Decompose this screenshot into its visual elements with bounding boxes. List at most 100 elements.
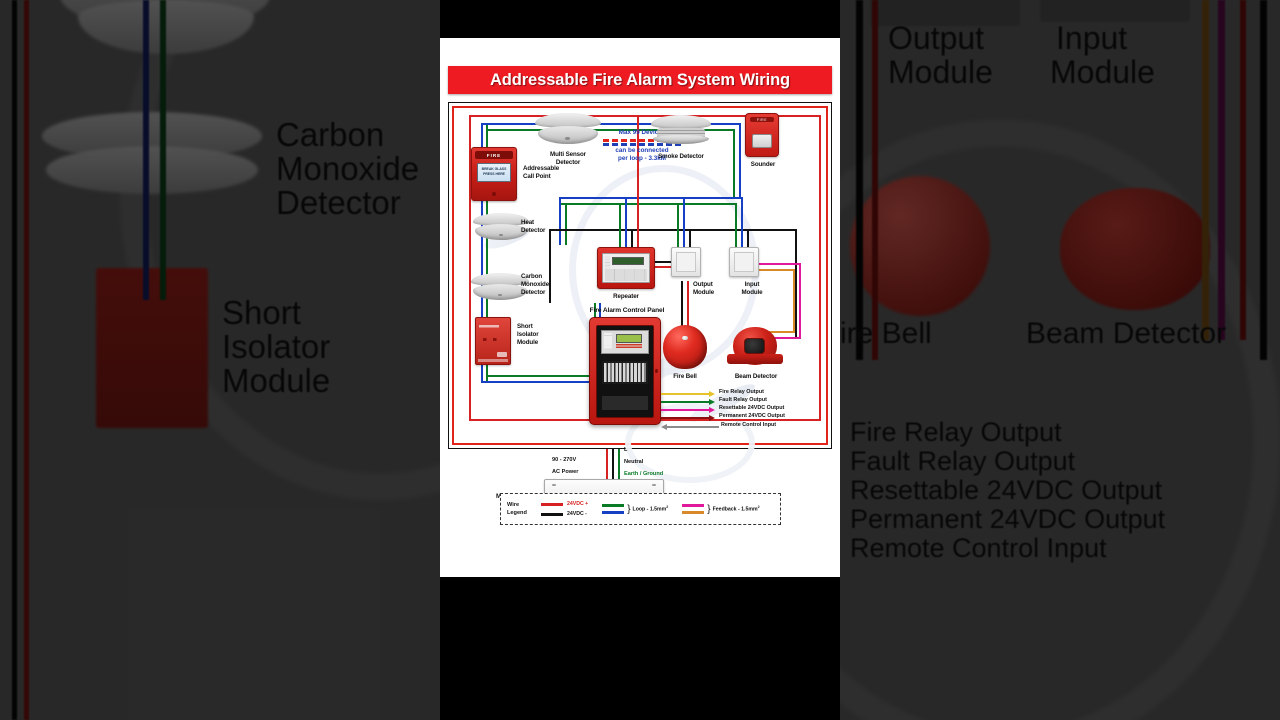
heat-detector-label-2: Detector <box>521 227 546 234</box>
output-row-remote-input <box>661 423 719 430</box>
facp-keypad <box>615 343 642 349</box>
watermark-swoosh-5 <box>625 403 755 483</box>
ac-power-label-2: AC Power <box>552 469 579 475</box>
legend-feedback-swatches <box>682 504 705 514</box>
detector-top <box>535 113 601 128</box>
input-module <box>729 247 759 277</box>
wire-fb-magenta-h <box>757 263 801 265</box>
output-arrow-resettable <box>709 406 715 413</box>
wire-loop-green-down <box>565 203 567 245</box>
wire-power-red-left <box>469 115 471 421</box>
wire-bell-red <box>687 281 689 355</box>
neutral-label: Neutral <box>624 459 644 465</box>
wire-neutral <box>612 449 614 471</box>
call-point-glass: BREAK GLASS PRESS HERE <box>477 162 511 183</box>
output-label-permanent: Permanent 24VDC Output <box>719 413 785 419</box>
isolator-label-1: Short <box>517 323 533 330</box>
isolator-brand <box>497 352 508 357</box>
repeater-display <box>611 256 645 266</box>
multi-sensor-detector-label-2: Detector <box>555 159 581 166</box>
live-label: L <box>624 447 628 453</box>
heat-detector-label-1: Heat <box>521 219 535 226</box>
output-label-remote-input: Remote Control Input <box>721 422 777 428</box>
beam-detector-lens <box>744 338 765 354</box>
isolator-leds <box>483 338 503 342</box>
max-devices-dash-red <box>603 138 681 142</box>
wire-power-red-top <box>469 115 821 117</box>
sounder-top-band: FIRE <box>749 117 775 123</box>
bg-shade-left <box>0 0 440 720</box>
wire-loop-blue-mid <box>559 197 741 199</box>
diagram-card: Addressable Fire Alarm System Wiring <box>440 38 840 577</box>
heat-detector-top <box>473 213 529 227</box>
facp-indicator-lamps <box>604 333 612 349</box>
sounder-body <box>751 134 773 149</box>
legend-label-feedback: Feedback - 1.5mm2 <box>713 505 760 513</box>
wire-rep-blue <box>625 197 627 249</box>
wire-power-red-right <box>819 115 821 421</box>
repeater-face <box>602 252 650 284</box>
co-detector-label-2: Monoxide <box>521 281 550 288</box>
legend-swatch-24vdc-plus <box>541 502 563 506</box>
output-module-face <box>676 252 696 272</box>
beam-detector-label: Beam Detector <box>734 373 778 380</box>
wire-bell-black <box>681 281 683 355</box>
wire-legend: Wire Legend 24VDC + 24VDC - } <box>500 493 781 525</box>
page-title: Addressable Fire Alarm System Wiring <box>448 66 832 94</box>
beam-detector <box>726 327 784 365</box>
call-point-label-2: Call Point <box>523 173 551 180</box>
max-devices-line-1: Max 99 Devices <box>618 129 666 136</box>
legend-label-feedback-text: Feedback - 1.5mm <box>712 506 758 513</box>
output-arrow-remote-input <box>661 423 667 430</box>
background-left: Carbon Monoxide Detector Short Isolator … <box>0 0 440 720</box>
output-line-permanent <box>661 417 709 419</box>
sounder: FIRE <box>745 113 779 157</box>
facp-terminal-rows <box>603 362 647 383</box>
carbon-monoxide-detector <box>471 273 529 303</box>
co-detector-led <box>497 294 502 297</box>
isolator-label-3: Module <box>517 339 539 346</box>
output-arrow-fault-relay <box>709 398 715 405</box>
legend-loop-group: } Loop - 1.5mm2 <box>602 504 668 515</box>
isolator-logo <box>478 325 500 331</box>
co-detector-label-3: Detector <box>521 289 546 296</box>
input-module-label-2: Module <box>741 289 763 296</box>
output-line-resettable <box>661 409 709 411</box>
multi-sensor-detector-label-1: Multi Sensor <box>550 151 586 158</box>
fire-alarm-control-panel <box>589 317 661 425</box>
output-arrow-fire-relay <box>709 390 715 397</box>
heat-detector <box>473 213 529 243</box>
wire-loop-blue-left <box>481 123 483 383</box>
wire-fb-magenta-b <box>755 337 801 339</box>
facp-control-panel <box>600 330 650 355</box>
wire-fb-orange-v <box>793 269 795 333</box>
wiring-diagram: Multi Sensor Detector Max 99 Devices can… <box>448 102 832 483</box>
repeater-led-strip <box>604 256 611 280</box>
earth-label: Earth / Ground <box>624 471 664 477</box>
facp-battery-bay <box>601 395 649 411</box>
wire-om-black <box>689 229 691 249</box>
call-point-led <box>492 192 496 196</box>
fire-bell <box>663 325 707 369</box>
call-point-glass-line-2: PRESS HERE <box>483 172 505 177</box>
co-detector-base <box>473 284 527 300</box>
max-devices-annotation: Max 99 Devices can be connected per loop… <box>603 129 681 164</box>
legend-power-group: 24VDC + 24VDC - <box>541 501 588 517</box>
short-isolator-module <box>475 317 511 365</box>
wire-im-green <box>735 203 737 249</box>
heat-detector-base <box>475 224 527 240</box>
max-devices-dash-blue <box>603 142 681 146</box>
legend-label-loop-text: Loop - 1.5mm <box>632 506 667 513</box>
wire-legend-title-2: Legend <box>507 510 527 516</box>
detector-led <box>565 136 570 140</box>
output-row-fault-relay <box>661 398 717 405</box>
facp-lock <box>654 368 658 374</box>
legend-swatch-loop-green <box>602 504 625 507</box>
output-line-fault-relay <box>661 401 709 403</box>
heat-detector-led <box>498 234 503 237</box>
wire-loop-green-left <box>486 123 488 383</box>
legend-label-feedback-sup: 2 <box>757 505 760 510</box>
output-module-label-1: Output <box>693 281 713 288</box>
fire-bell-label: Fire Bell <box>673 373 697 380</box>
